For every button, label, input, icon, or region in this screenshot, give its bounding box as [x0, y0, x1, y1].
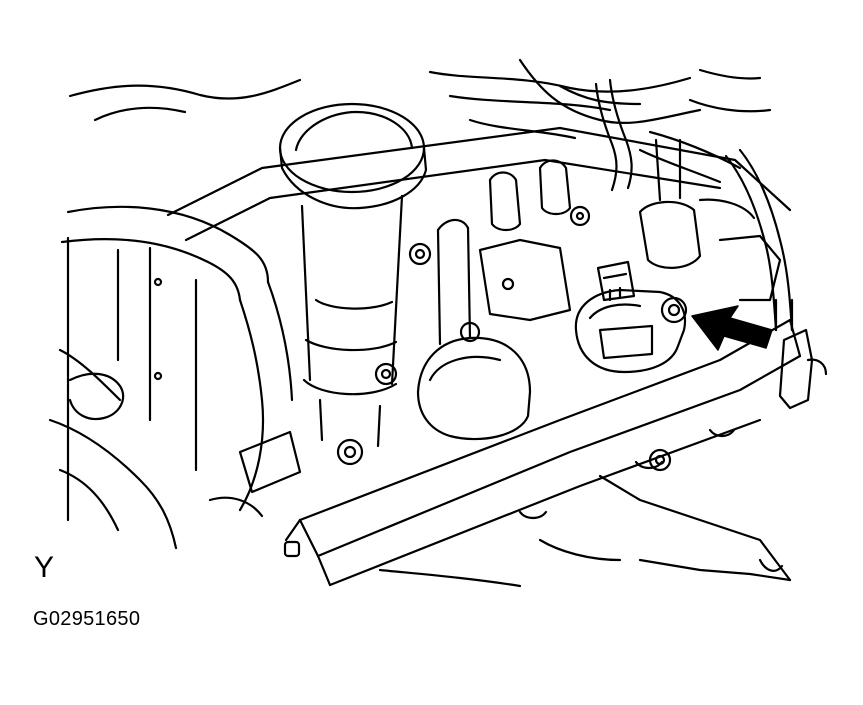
ignition-coil-center [416, 218, 532, 441]
oil-filler-cap [278, 102, 428, 448]
engine-bracket-right [378, 298, 828, 588]
wiring-harness-top [68, 58, 794, 332]
figure-id-label: G02951650 [33, 608, 141, 630]
highlighted-ignition-coil [574, 260, 688, 374]
spark-plug-boots [478, 138, 782, 322]
valve-cover-bolts [336, 205, 672, 472]
coolant-hose-left [48, 205, 294, 550]
view-letter-label: Y [34, 551, 55, 584]
engine-block-left [66, 236, 302, 522]
arrow-pointer-icon [691, 305, 773, 351]
